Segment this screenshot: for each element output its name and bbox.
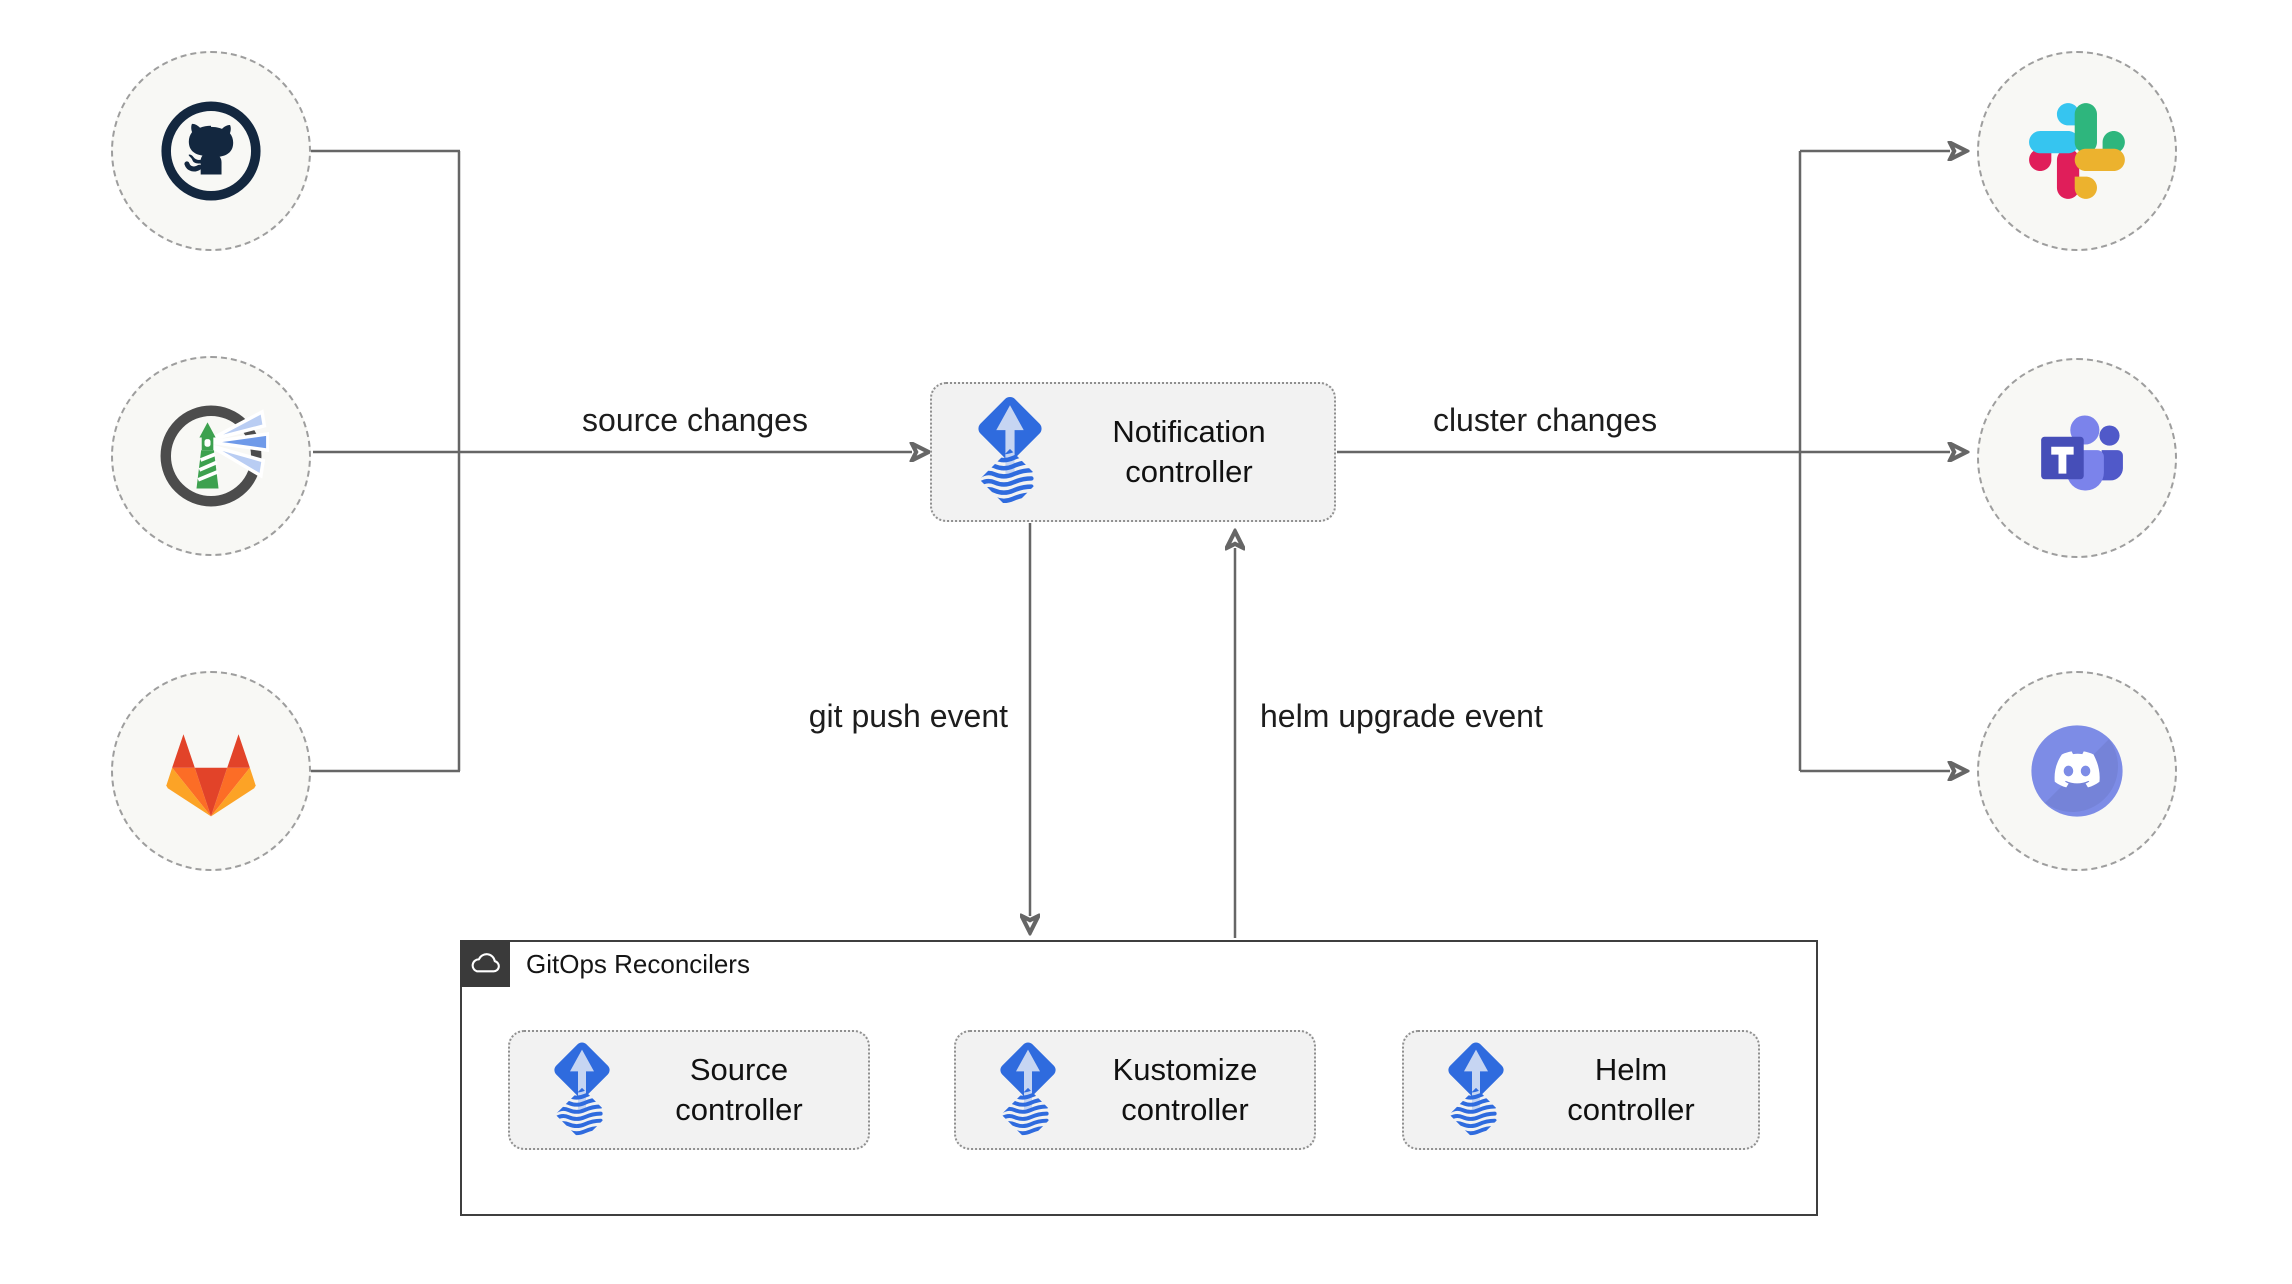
node-kustomize-controller: Kustomize controller [954,1030,1316,1150]
edge-label-cluster-changes: cluster changes [1432,402,1658,438]
source-node-harbor [111,356,311,556]
provider-node-discord [1977,671,2177,871]
provider-node-slack [1977,51,2177,251]
edge-label-helm-upgrade-event: helm upgrade event [1260,698,1543,734]
harbor-icon [160,405,269,507]
discord-icon [2031,725,2123,817]
teams-icon [2041,415,2123,491]
source-node-github [111,51,311,251]
node-label: Notification controller [1112,414,1266,489]
cloud-icon [471,952,500,972]
edge-label-git-push-event: git push event [808,698,1008,734]
node-notification-controller: Notification controller [930,382,1336,522]
flux-icon [988,1038,1068,1143]
slack-icon [2029,103,2125,199]
edge-label-source-changes: source changes [582,402,808,438]
node-label: Helm controller [1567,1052,1695,1127]
flux-icon [964,392,1056,512]
source-node-gitlab [111,671,311,871]
flux-icon [542,1038,622,1143]
gitlab-icon [166,734,256,817]
gitops-reconcilers-badge [460,940,510,987]
gitops-reconcilers-title: GitOps Reconcilers [526,949,750,979]
node-source-controller: Source controller [508,1030,870,1150]
node-label: Kustomize controller [1112,1052,1258,1127]
provider-node-teams [1977,358,2177,558]
flux-icon [1436,1038,1516,1143]
node-label: Source controller [675,1052,803,1127]
node-helm-controller: Helm controller [1402,1030,1760,1150]
github-icon [161,101,261,201]
